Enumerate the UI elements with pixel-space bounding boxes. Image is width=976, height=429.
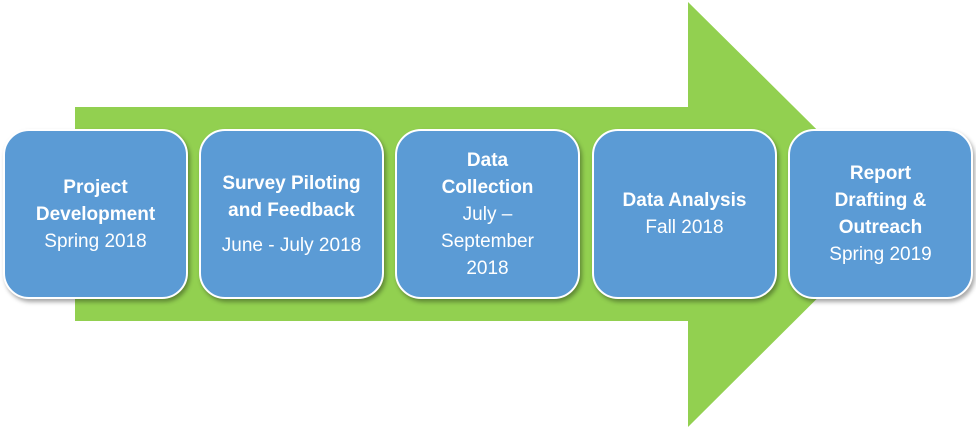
stage-title: Project Development xyxy=(35,176,156,225)
stage-date: Spring 2019 xyxy=(829,244,932,265)
stage-title: Survey Piloting and Feedback xyxy=(222,172,361,221)
stage-title: Report Drafting & Outreach xyxy=(834,163,927,238)
stage-date: Spring 2018 xyxy=(44,230,147,252)
stage-project-development: Project Development Spring 2018 xyxy=(3,129,188,299)
stage-survey-piloting: Survey Piloting and Feedback June - July… xyxy=(199,129,384,299)
stage-date: June - July 2018 xyxy=(221,234,362,256)
stage-data-analysis: Data Analysis Fall 2018 xyxy=(592,129,777,299)
stage-data-collection: Data Collection July – September 2018 xyxy=(395,129,580,299)
stage-date: Fall 2018 xyxy=(645,217,724,238)
stage-date: July – September 2018 xyxy=(441,203,534,279)
stage-title: Data Analysis xyxy=(622,190,747,211)
stage-report-drafting: Report Drafting & Outreach Spring 2019 xyxy=(788,129,973,299)
stage-title: Data Collection xyxy=(441,149,534,198)
